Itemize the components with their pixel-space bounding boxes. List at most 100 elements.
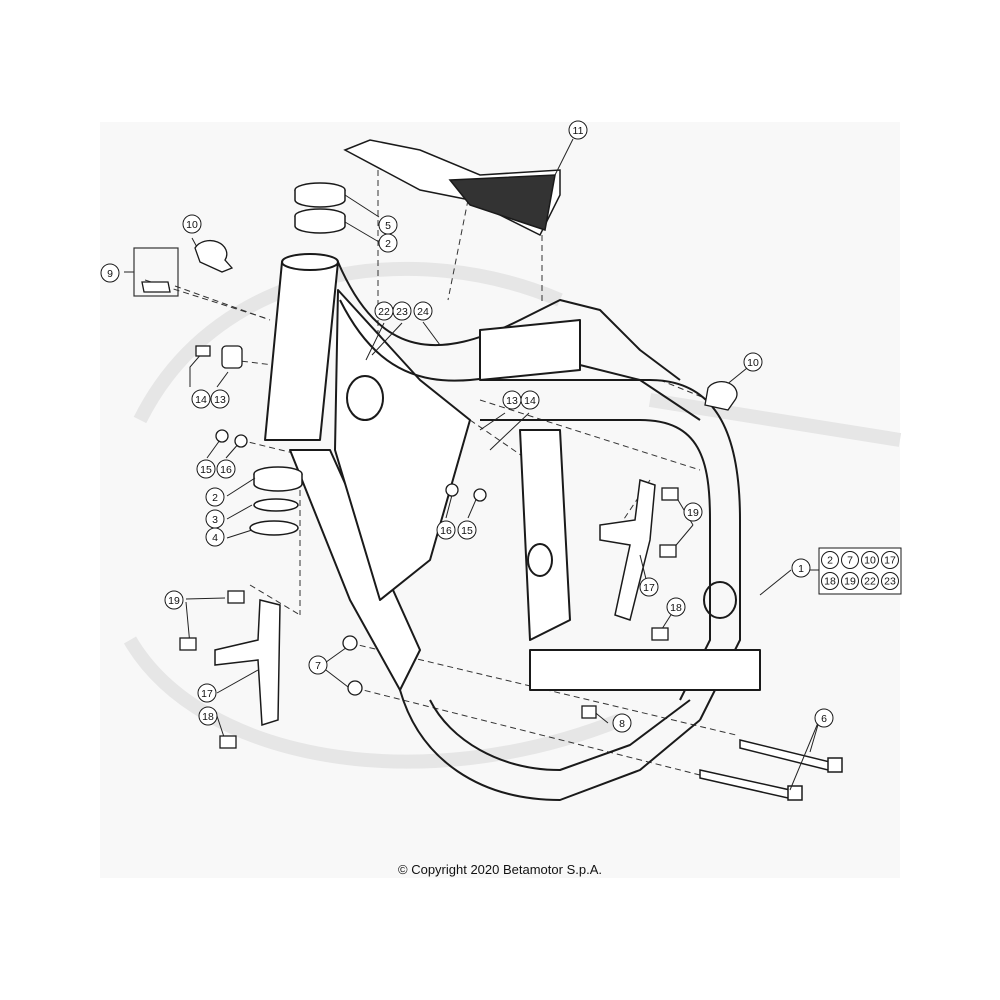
kit-item-2: 2 <box>821 551 839 569</box>
callout-17: 17 <box>197 683 217 703</box>
callout-circle <box>210 389 230 409</box>
callout-label: 23 <box>396 306 408 318</box>
callout-label: 9 <box>107 268 113 280</box>
callout-label: 17 <box>201 688 213 700</box>
callout-circle <box>413 301 433 321</box>
callout-label: 15 <box>461 525 473 537</box>
kit-item-label: 7 <box>847 555 853 567</box>
callout-label: 4 <box>212 532 218 544</box>
callout-circle <box>308 655 328 675</box>
callout-9: 9 <box>100 263 120 283</box>
callout-circle <box>191 389 211 409</box>
kit-item-label: 18 <box>824 576 836 588</box>
callout-circle <box>814 708 834 728</box>
callout-circle <box>520 390 540 410</box>
kit-item-10: 10 <box>861 551 879 569</box>
callout-circle <box>612 713 632 733</box>
kit-item-label: 23 <box>884 576 896 588</box>
hardware <box>133 239 738 749</box>
callout-15: 15 <box>457 520 477 540</box>
callout-circle <box>392 301 412 321</box>
callout-circle <box>457 520 477 540</box>
callout-label: 24 <box>417 306 429 318</box>
seat-bracket <box>343 139 561 237</box>
callout-circle <box>196 459 216 479</box>
kit-item-23: 23 <box>881 572 899 590</box>
kit-item-label: 2 <box>827 555 833 567</box>
kit-item-18: 18 <box>821 572 839 590</box>
callout-label: 2 <box>212 492 218 504</box>
callout-22: 22 <box>374 301 394 321</box>
callout-label: 8 <box>619 718 625 730</box>
callout-2: 2 <box>205 487 225 507</box>
callout-label: 19 <box>168 595 180 607</box>
callout-label: 5 <box>385 220 391 232</box>
callout-1: 1 <box>791 558 811 578</box>
callout-label: 2 <box>385 238 391 250</box>
callout-circle <box>666 597 686 617</box>
callout-7: 7 <box>308 655 328 675</box>
callout-label: 3 <box>212 514 218 526</box>
kit-item-label: 22 <box>864 576 876 588</box>
callout-10: 10 <box>743 352 763 372</box>
callout-6: 6 <box>814 708 834 728</box>
kit-item-circle <box>821 551 839 569</box>
callout-label: 18 <box>670 602 682 614</box>
callout-label: 10 <box>747 357 759 369</box>
callout-circle <box>639 577 659 597</box>
callout-circle <box>683 502 703 522</box>
kit-item-7: 7 <box>841 551 859 569</box>
callout-circle <box>216 459 236 479</box>
callout-label: 17 <box>643 582 655 594</box>
callout-circle <box>378 233 398 253</box>
callout-5: 5 <box>378 215 398 235</box>
kit-item-label: 19 <box>844 576 856 588</box>
callout-circle <box>205 527 225 547</box>
callout-label: 7 <box>315 660 321 672</box>
callout-circle <box>198 706 218 726</box>
callout-circle <box>100 263 120 283</box>
callout-14: 14 <box>520 390 540 410</box>
callout-circle <box>197 683 217 703</box>
callout-label: 14 <box>524 395 536 407</box>
callout-label: 1 <box>798 563 804 575</box>
callout-label: 22 <box>378 306 390 318</box>
callout-label: 19 <box>687 507 699 519</box>
callout-label: 13 <box>506 395 518 407</box>
callout-15: 15 <box>196 459 216 479</box>
callout-label: 11 <box>573 125 584 137</box>
callout-label: 6 <box>821 713 827 725</box>
main-frame <box>264 253 761 801</box>
kit-item-circle <box>881 551 899 569</box>
callout-label: 18 <box>202 711 214 723</box>
through-bolts <box>699 739 843 801</box>
kit-item-label: 17 <box>884 555 896 567</box>
callout-23: 23 <box>392 301 412 321</box>
copyright-text: © Copyright 2020 Betamotor S.p.A. <box>398 862 602 877</box>
callout-label: 10 <box>186 219 198 231</box>
kit-box: 2 7 10 17 18 19 22 23 <box>818 547 902 595</box>
callout-circle <box>568 120 588 140</box>
callout-circle <box>182 214 202 234</box>
callout-label: 13 <box>214 394 226 406</box>
callout-18: 18 <box>198 706 218 726</box>
callout-8: 8 <box>612 713 632 733</box>
kit-item-circle <box>861 572 879 590</box>
callout-label: 16 <box>220 464 232 476</box>
callout-11: 11 <box>568 120 588 140</box>
callout-19: 19 <box>164 590 184 610</box>
callout-circle <box>791 558 811 578</box>
kit-cell-group: 2 7 10 17 18 19 22 23 <box>821 551 899 590</box>
kit-item-circle <box>841 572 859 590</box>
kit-item-circle <box>861 551 879 569</box>
callout-18: 18 <box>666 597 686 617</box>
callout-24: 24 <box>413 301 433 321</box>
kit-item-17: 17 <box>881 551 899 569</box>
callout-label: 16 <box>440 525 452 537</box>
callout-19: 19 <box>683 502 703 522</box>
kit-item-circle <box>881 572 899 590</box>
callout-16: 16 <box>216 459 236 479</box>
engine-brackets <box>214 478 656 727</box>
